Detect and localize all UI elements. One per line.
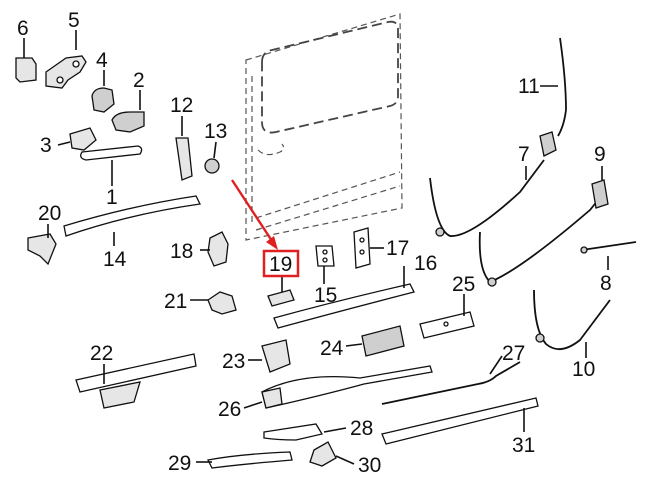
callout-13[interactable]: 13: [204, 120, 227, 143]
callout-1[interactable]: 1: [106, 186, 118, 209]
callout-14[interactable]: 14: [103, 248, 127, 271]
callout-24[interactable]: 24: [320, 337, 344, 360]
part-18-guide: [207, 231, 229, 267]
part-5-bracket: [45, 55, 87, 89]
part-15-plate: [315, 245, 335, 267]
part-12-rod: [175, 137, 193, 181]
callout-26[interactable]: 26: [218, 398, 241, 421]
part-28-link: [263, 423, 324, 441]
callout-7[interactable]: 7: [518, 143, 530, 166]
part-22-panel: [75, 353, 197, 409]
callout-5[interactable]: 5: [68, 9, 80, 32]
callout-29[interactable]: 29: [168, 452, 191, 475]
callout-19[interactable]: 19: [269, 253, 292, 276]
part-11-cable: [557, 37, 567, 137]
part-24-cover: [361, 325, 405, 357]
callout-27[interactable]: 27: [502, 342, 525, 365]
part-25-bracket: [419, 311, 475, 339]
callout-15[interactable]: 15: [314, 284, 337, 307]
part-14-weatherstrip: [63, 195, 201, 237]
callout-21[interactable]: 21: [164, 290, 187, 313]
callout-3[interactable]: 3: [40, 134, 52, 157]
part-23-bracket: [261, 339, 291, 373]
part-1-outer-handle: [80, 145, 143, 161]
callout-labels: 6 5 4 2 3 1 12 13 11 7 9 8 10 20 14 18 1…: [17, 9, 612, 477]
part-27-cable: [381, 361, 521, 405]
sliding-door-outline: [245, 13, 403, 241]
callout-8[interactable]: 8: [600, 272, 612, 295]
callout-2[interactable]: 2: [133, 69, 145, 92]
part-21-stop: [207, 291, 237, 315]
part-13-plug: [204, 158, 220, 174]
part-26-roller-arm: [261, 365, 433, 409]
callout-16[interactable]: 16: [414, 252, 437, 275]
callout-30[interactable]: 30: [358, 454, 381, 477]
callout-28[interactable]: 28: [350, 417, 373, 440]
part-29-link: [207, 451, 293, 469]
part-16-track: [273, 283, 415, 329]
part-20-clip: [27, 233, 57, 266]
callout-23[interactable]: 23: [222, 350, 245, 373]
highlight-box[interactable]: [262, 249, 300, 278]
callout-17[interactable]: 17: [386, 237, 409, 260]
part-7-cable: [429, 131, 557, 237]
part-9-cable: [478, 179, 609, 287]
part-6-cap: [15, 57, 37, 83]
part-17-hinge: [353, 227, 371, 269]
part-30-stop: [309, 441, 337, 467]
part-8-rod: [580, 241, 637, 254]
callout-12[interactable]: 12: [170, 94, 193, 117]
callout-18[interactable]: 18: [170, 240, 193, 263]
callout-11[interactable]: 11: [518, 75, 540, 98]
highlight-arrow: [230, 179, 278, 250]
part-19-part: [267, 289, 295, 307]
part-2-handle: [111, 111, 145, 133]
part-4-handle-housing: [91, 87, 115, 113]
part-10-cable: [533, 289, 611, 350]
callout-9[interactable]: 9: [594, 143, 606, 166]
callout-22[interactable]: 22: [90, 342, 113, 365]
callout-20[interactable]: 20: [38, 202, 61, 225]
callout-6[interactable]: 6: [17, 17, 29, 40]
callout-25[interactable]: 25: [452, 273, 475, 296]
callout-4[interactable]: 4: [96, 49, 108, 72]
part-31-sill: [381, 397, 539, 445]
callout-31[interactable]: 31: [512, 434, 535, 457]
leader-lines: [23, 30, 609, 465]
part-3-bezel: [69, 127, 97, 151]
callout-10[interactable]: 10: [572, 358, 595, 381]
